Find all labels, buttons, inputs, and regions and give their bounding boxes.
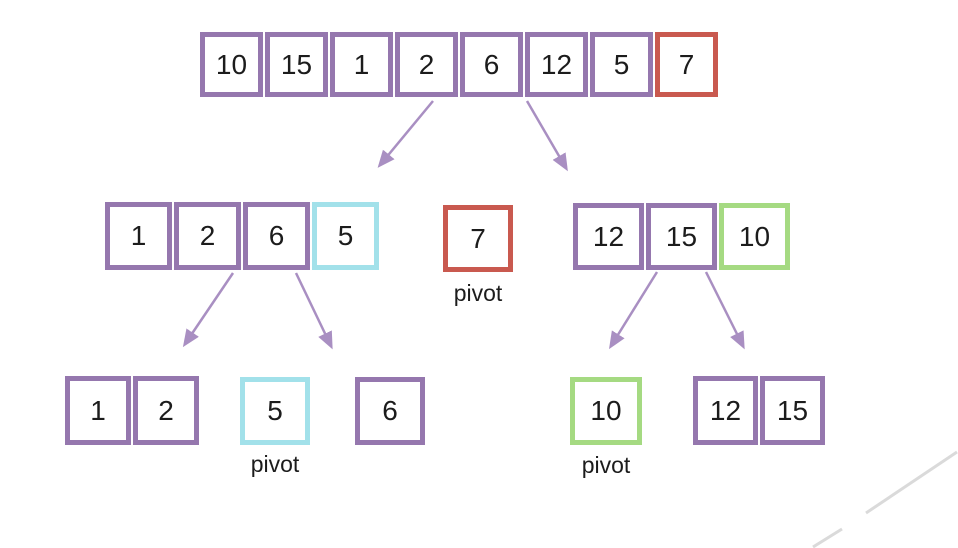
arrow-right-to-rightpivot-icon (609, 271, 659, 350)
array-cell: 10 (200, 32, 263, 97)
array-cell: 1 (105, 202, 172, 270)
array-left-pivot: 5 (240, 377, 310, 445)
pivot-label: pivot (581, 452, 631, 478)
array-left-right: 6 (355, 377, 425, 445)
array-cell: 1 (330, 32, 393, 97)
arrow-left-to-leftleft-icon (182, 272, 235, 348)
array-cell: 5 (590, 32, 653, 97)
array-cell: 10 (719, 203, 790, 270)
array-cell: 5 (312, 202, 379, 270)
array-cell: 6 (355, 377, 425, 445)
array-cell: 15 (646, 203, 717, 270)
array-cell: 2 (174, 202, 241, 270)
array-cell: 6 (460, 32, 523, 97)
array-cell: 5 (240, 377, 310, 445)
arrow-right-to-rightright-icon (704, 271, 745, 350)
array-cell: 2 (133, 376, 199, 445)
stray-diagonal-line (812, 527, 843, 548)
array-cell: 10 (570, 377, 642, 445)
array-right-pivot: 10 (570, 377, 642, 445)
array-cell: 15 (265, 32, 328, 97)
arrow-left-to-leftright-icon (294, 272, 333, 350)
pivot-label: pivot (453, 280, 503, 306)
array-cell: 12 (693, 376, 758, 445)
pivot-label: pivot (250, 451, 300, 477)
stray-diagonal-line (865, 450, 958, 515)
array-cell: 6 (243, 202, 310, 270)
array-cell: 12 (525, 32, 588, 97)
array-cell: 12 (573, 203, 644, 270)
array-cell: 7 (655, 32, 718, 97)
arrow-root-to-right-icon (525, 100, 568, 172)
array-cell: 15 (760, 376, 825, 445)
array-cell: 2 (395, 32, 458, 97)
arrow-root-to-left-icon (377, 100, 434, 168)
array-cell: 7 (443, 205, 513, 272)
array-cell: 1 (65, 376, 131, 445)
array-pivot-7: 7 (443, 205, 513, 272)
